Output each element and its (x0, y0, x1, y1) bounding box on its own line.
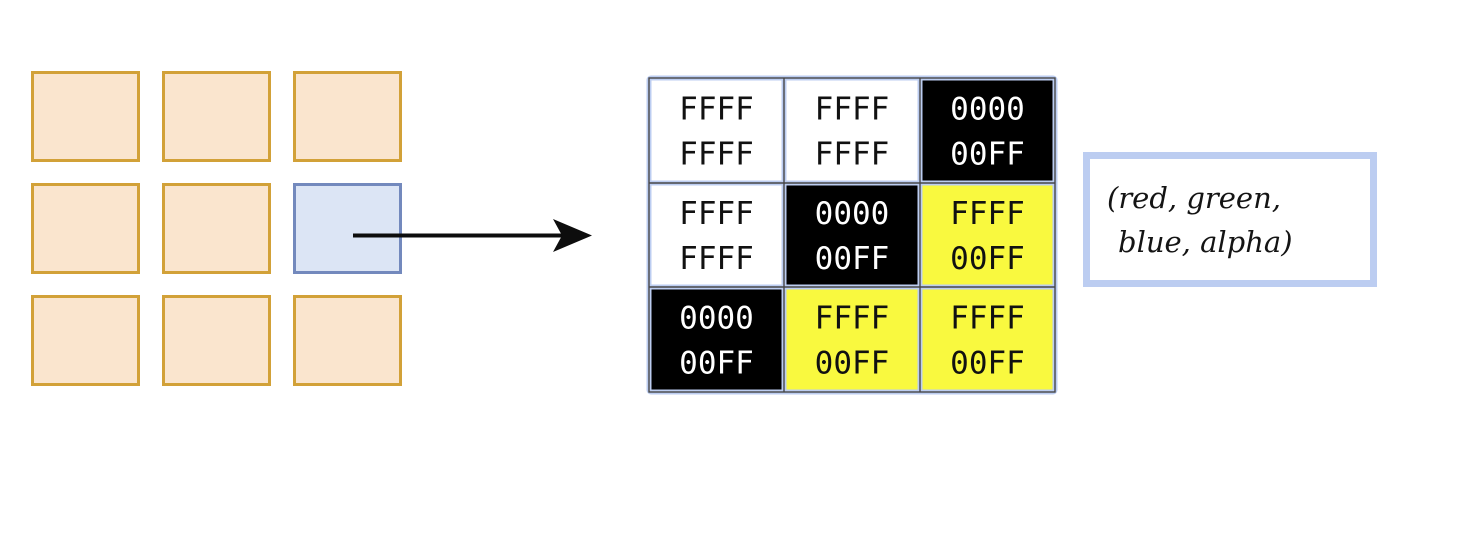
cell-value-line: 00FF (950, 241, 1025, 277)
cell-borders (648, 77, 1056, 393)
pixel-value-grid: FFFF FFFF FFFF FFFF 0000 00FF FFFF FFFF … (646, 75, 1058, 395)
pixel-value-cells (649, 78, 1055, 392)
legend-text-line: blue, alpha) (1118, 224, 1293, 259)
cell-value-line: 0000 (815, 196, 890, 232)
pixel-value-cell (920, 287, 1055, 392)
pixel-value-cell (784, 78, 920, 183)
cell-value-line: FFFF (950, 196, 1025, 232)
cell-value-line: FFFF (679, 92, 754, 128)
pixel-value-cell (920, 78, 1055, 183)
cell-value-line: FFFF (815, 92, 890, 128)
cell-value-line: 00FF (950, 346, 1025, 382)
arrow-head (553, 219, 592, 252)
arrow-right-icon (353, 219, 592, 252)
pixel-value-cell (649, 287, 784, 392)
pixel-value-cell (649, 78, 784, 183)
cell-value-line: 0000 (679, 301, 754, 337)
cell-value-line: 00FF (815, 346, 890, 382)
cell-value-line: FFFF (815, 301, 890, 337)
pixel-square (293, 295, 402, 386)
pixel-square (162, 295, 271, 386)
cell-value-line: FFFF (679, 196, 754, 232)
pixel-value-cell (920, 183, 1055, 287)
pixel-square (293, 71, 402, 162)
cell-value-line: FFFF (679, 137, 754, 173)
cell-value-line: 00FF (950, 137, 1025, 173)
selected-pixel-square (293, 183, 402, 274)
legend-text-line: (red, green, (1107, 180, 1281, 215)
cell-values: FFFF FFFF FFFF FFFF 0000 00FF FFFF FFFF … (679, 92, 1025, 382)
pixel-square (162, 183, 271, 274)
image-pixel-grid (31, 71, 402, 386)
cell-value-line: FFFF (815, 137, 890, 173)
cell-border (648, 77, 1056, 393)
cell-value-line: 00FF (679, 346, 754, 382)
pixel-square (31, 71, 140, 162)
cell-value-line: FFFF (679, 241, 754, 277)
pixel-square (31, 183, 140, 274)
pixel-value-cell (784, 183, 920, 287)
pixel-value-cell (649, 183, 784, 287)
pixel-square (31, 295, 140, 386)
pixel-square (162, 71, 271, 162)
rgba-legend: (red, green, blue, alpha) (1083, 152, 1377, 287)
cell-value-line: 00FF (815, 241, 890, 277)
pixel-value-cell (784, 287, 920, 392)
cell-value-line: 0000 (950, 92, 1025, 128)
cell-value-line: FFFF (950, 301, 1025, 337)
